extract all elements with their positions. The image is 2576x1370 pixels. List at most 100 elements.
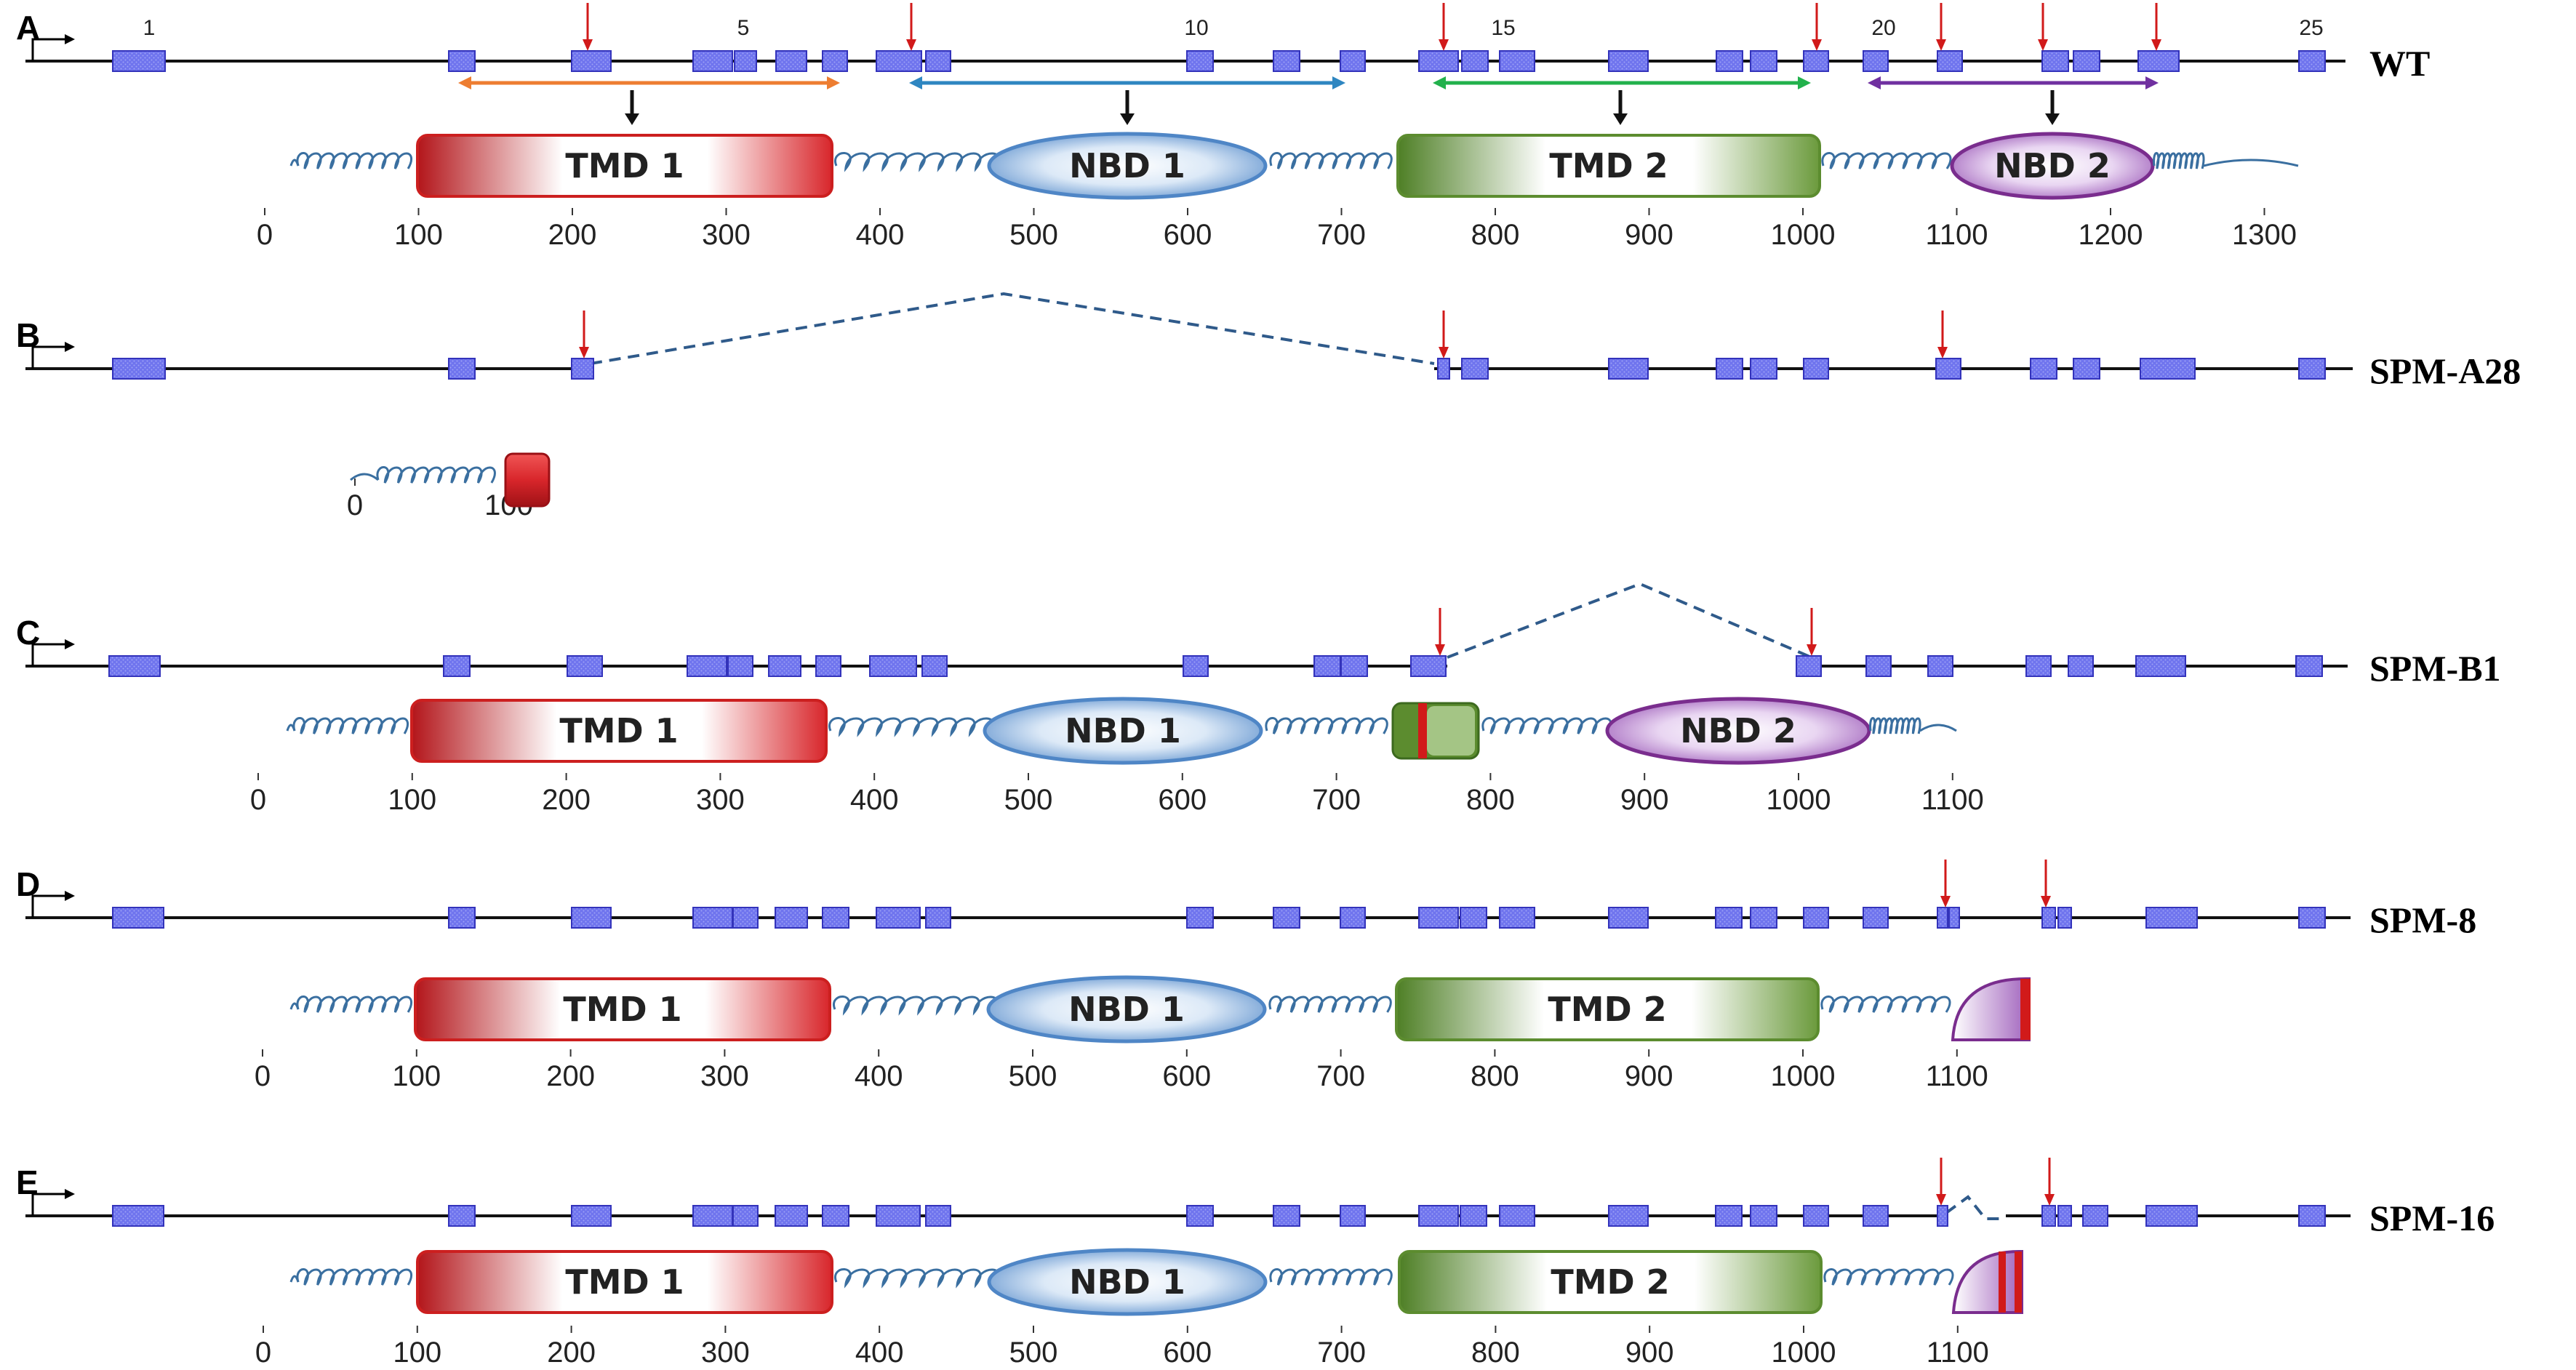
exon-block: [1608, 50, 1649, 72]
scale-tick-label: 400: [855, 1060, 903, 1092]
exon-block: [443, 655, 471, 677]
exon-block: [1750, 1205, 1777, 1227]
exon-block: [2298, 1205, 2326, 1227]
exon-block: [876, 1205, 921, 1227]
nbd1-domain: NBD 1: [987, 1248, 1268, 1316]
helix-linker: [1869, 717, 1921, 734]
panel-letter: E: [16, 1163, 39, 1201]
exon-block: [1948, 907, 1960, 929]
helix-linker: [1269, 1268, 1393, 1286]
exon-block: [2057, 907, 2072, 929]
exon-block: [448, 907, 476, 929]
exon-number: 10: [1184, 16, 1208, 40]
exon-block: [2041, 50, 2069, 72]
panel-letter: B: [16, 316, 40, 354]
exon-block: [448, 1205, 476, 1227]
deletion-line: [590, 292, 1435, 365]
red-arrow-icon: [1435, 608, 1445, 656]
exon-number: 20: [1871, 16, 1895, 40]
scale-tick-label: 0: [250, 784, 266, 816]
helix-linker: [292, 717, 409, 734]
exon-block: [775, 907, 808, 929]
exon-block: [1937, 907, 1948, 929]
mutation-band: [1418, 703, 1427, 758]
red-arrow-icon: [1936, 3, 1946, 51]
scale-tick-label: 300: [696, 784, 745, 816]
variant-name: SPM-B1: [2369, 648, 2501, 689]
helix-linker: [834, 152, 1001, 172]
scale-tick-label: 300: [701, 1337, 750, 1369]
exon-block: [1935, 358, 1961, 380]
helix-linker: [828, 717, 995, 737]
exon-block: [1340, 1205, 1366, 1227]
exon-block: [732, 1205, 759, 1227]
scale-tick-label: 400: [855, 1337, 904, 1369]
down-arrow-icon: [1120, 90, 1135, 125]
helix-linker: [834, 1268, 1001, 1289]
exon-block: [2025, 655, 2052, 677]
exon-block: [1499, 50, 1535, 72]
exon-block: [822, 1205, 849, 1227]
exon-block: [1803, 1205, 1829, 1227]
exon-block: [732, 907, 759, 929]
scale-tick-label: 600: [1158, 784, 1207, 816]
exon-block: [1186, 907, 1214, 929]
exon-block: [692, 50, 733, 72]
down-arrow-icon: [1613, 90, 1628, 125]
nbd1-domain-label: NBD 1: [1065, 711, 1181, 750]
exon-block: [768, 655, 801, 677]
variant-name: SPM-16: [2369, 1198, 2495, 1238]
exon-block: [2135, 655, 2186, 677]
panel-letter: C: [16, 614, 40, 652]
transcription-start-arrow-icon: [31, 1189, 75, 1216]
scale-tick-label: 500: [1004, 784, 1053, 816]
domain-span-arrow: [1868, 76, 2159, 89]
domain-span-arrow: [458, 76, 840, 89]
exon-block: [1716, 50, 1743, 72]
helix-linker: [1820, 996, 1951, 1013]
scale-tick-label: 1100: [1925, 219, 1988, 251]
mutation-band: [2015, 1251, 2022, 1313]
scale-tick-label: 1000: [1767, 784, 1831, 816]
scale-tick-label: 0: [255, 1060, 271, 1092]
exon-block: [2030, 358, 2057, 380]
scale-tick-label: 200: [548, 219, 597, 251]
scale-tick-label: 300: [702, 219, 751, 251]
nbd2-domain-label: NBD 2: [1680, 711, 1796, 750]
helix-linker: [1823, 1268, 1954, 1286]
nbd1-domain: NBD 1: [986, 975, 1267, 1043]
panel-letter: A: [16, 9, 40, 47]
exon-block: [108, 655, 161, 677]
transcription-start-arrow-icon: [31, 891, 75, 918]
exon-block: [2298, 50, 2326, 72]
exon-block: [1437, 358, 1450, 380]
exon-block: [921, 655, 948, 677]
tmd1-domain: TMD 1: [410, 699, 828, 763]
exon-block: [925, 907, 951, 929]
helix-linker: [1268, 996, 1392, 1013]
exon-block: [876, 50, 922, 72]
tmd1-domain: TMD 1: [416, 1250, 833, 1314]
panel-letter: D: [16, 865, 40, 903]
tmd1-domain-label: TMD 1: [565, 1262, 684, 1302]
tmd2-domain: TMD 2: [1398, 1250, 1823, 1314]
red-arrow-icon: [1936, 1158, 1946, 1206]
tmd1-domain: TMD 1: [416, 134, 833, 198]
scale-tick-label: 600: [1163, 1337, 1212, 1369]
exon-block: [1865, 655, 1892, 677]
exon-block: [448, 50, 476, 72]
exon-block: [1340, 907, 1366, 929]
exon-block: [1460, 907, 1487, 929]
scale-tick-label: 100: [393, 1337, 441, 1369]
exon-block: [112, 907, 164, 929]
exon-block: [2082, 1205, 2108, 1227]
exon-block: [1273, 1205, 1300, 1227]
exon-block: [2145, 907, 2198, 929]
red-arrow-icon: [1937, 311, 1948, 358]
red-arrow-icon: [2041, 860, 2051, 908]
exon-block: [869, 655, 917, 677]
tmd1-domain-label: TMD 1: [559, 711, 678, 750]
